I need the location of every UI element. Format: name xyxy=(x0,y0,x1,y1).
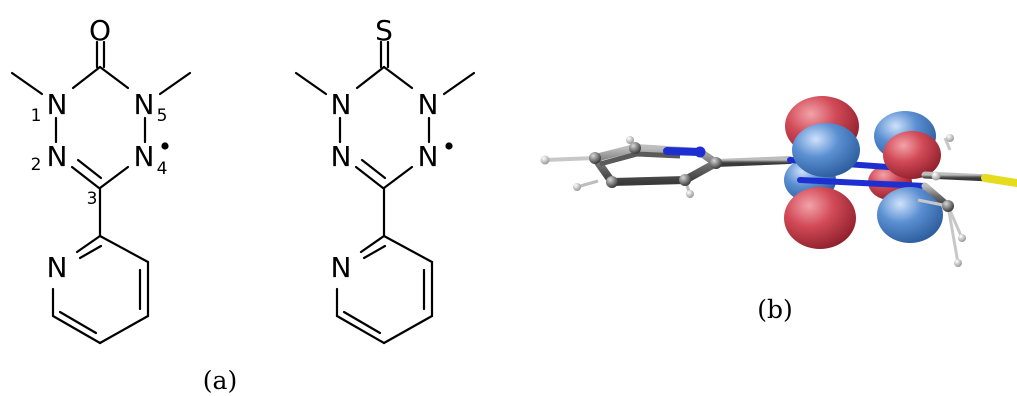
atom-n5: N xyxy=(134,88,155,121)
pyr-bond-1 xyxy=(98,234,150,264)
bond-c6-n1 xyxy=(355,65,386,90)
hydrogen-atom-1 xyxy=(540,155,550,165)
bond-n2-c3-a xyxy=(70,165,101,190)
atom-s: S xyxy=(375,14,393,47)
orbital-lobe-front-red xyxy=(883,131,941,179)
atom-n5: N xyxy=(418,88,439,121)
bond-c6-n1 xyxy=(71,65,102,90)
carbon-atom-4 xyxy=(679,174,691,186)
locant-4: 4 xyxy=(157,159,168,179)
carbon-atom-2 xyxy=(629,142,641,154)
bond-n2-c3-b xyxy=(76,158,103,180)
carbon-atom-5 xyxy=(710,157,722,169)
stick-sulfur xyxy=(981,174,1017,187)
stick-methyl-h2 xyxy=(946,205,960,264)
stick-h1 xyxy=(543,156,597,162)
pyr-bond-4 xyxy=(335,314,386,345)
hydrogen-atom-2 xyxy=(626,136,634,144)
pyr-inner-3 xyxy=(362,244,387,260)
molecule-oxo: O N N N N N 1 2 3 4 5 xyxy=(10,14,192,345)
ring-edge-2 xyxy=(797,177,928,189)
hydrogen-atom-5 xyxy=(958,234,966,242)
bond-c3-n4 xyxy=(98,165,130,190)
locant-5: 5 xyxy=(157,106,168,126)
atom-o: O xyxy=(89,14,111,47)
hydrogen-atom-7 xyxy=(946,134,954,142)
atom-pyridine-n: N xyxy=(47,251,68,284)
atom-pyridine-n: N xyxy=(331,251,352,284)
stick-c-c-link xyxy=(712,156,794,167)
bond-c6-n5 xyxy=(382,65,414,90)
locant-1: 1 xyxy=(31,106,42,126)
hydrogen-atom-3 xyxy=(573,183,581,191)
radical-dot xyxy=(445,142,453,150)
methyl-left xyxy=(294,71,328,96)
atom-n1: N xyxy=(331,88,352,121)
locant-3: 3 xyxy=(87,189,98,209)
ring-inner-sticks xyxy=(599,151,681,167)
orbital-render xyxy=(540,96,1017,267)
radical-dot xyxy=(161,142,169,150)
methyl-left xyxy=(10,71,44,96)
nitrogen-atom-pyridine xyxy=(694,146,706,158)
carbon-atom-methyl xyxy=(942,200,954,212)
orbital-lobe-front-blue xyxy=(792,123,860,177)
methyl-right xyxy=(158,71,192,96)
pyr-inner-2 xyxy=(58,310,98,335)
locant-2: 2 xyxy=(31,155,42,175)
hydrogen-atom-6 xyxy=(954,259,962,267)
pyr-bond-3 xyxy=(98,314,150,345)
atom-n1: N xyxy=(47,88,68,121)
hydrogen-atom-8 xyxy=(931,171,941,181)
bond-n2-c3-a xyxy=(354,165,385,190)
atom-n4: N xyxy=(134,140,155,173)
stick-cn xyxy=(663,147,704,156)
atom-n4: N xyxy=(418,140,439,173)
right-substituents xyxy=(917,134,1017,267)
pyr-bond-3 xyxy=(382,314,434,345)
bond-n2-c3-b xyxy=(360,158,387,180)
pyr-bond-6 xyxy=(359,234,386,254)
bond-c3-n4 xyxy=(382,165,414,190)
pyr-bond-4 xyxy=(51,314,102,345)
carbon-atom-3 xyxy=(606,176,618,188)
pyr-inner-2 xyxy=(342,310,382,335)
orbital-lobe-bottom-red xyxy=(784,187,856,249)
carbon-atom-1 xyxy=(589,152,601,164)
atom-n2: N xyxy=(331,140,352,173)
molecule-thioxo: S N N N N N xyxy=(294,14,476,345)
pyr-inner-3 xyxy=(78,244,103,260)
methyl-right xyxy=(442,71,476,96)
pyr-bond-1 xyxy=(382,234,434,264)
stick-top-h xyxy=(943,137,952,151)
pyr-bond-6 xyxy=(75,234,102,254)
atom-n2: N xyxy=(47,140,68,173)
hydrogen-atom-4 xyxy=(686,190,694,198)
panel-b-label: (b) xyxy=(757,295,793,324)
pyridine-ring-model xyxy=(540,136,794,198)
panel-a-label: (a) xyxy=(203,366,237,395)
bond-c6-n5 xyxy=(98,65,130,90)
